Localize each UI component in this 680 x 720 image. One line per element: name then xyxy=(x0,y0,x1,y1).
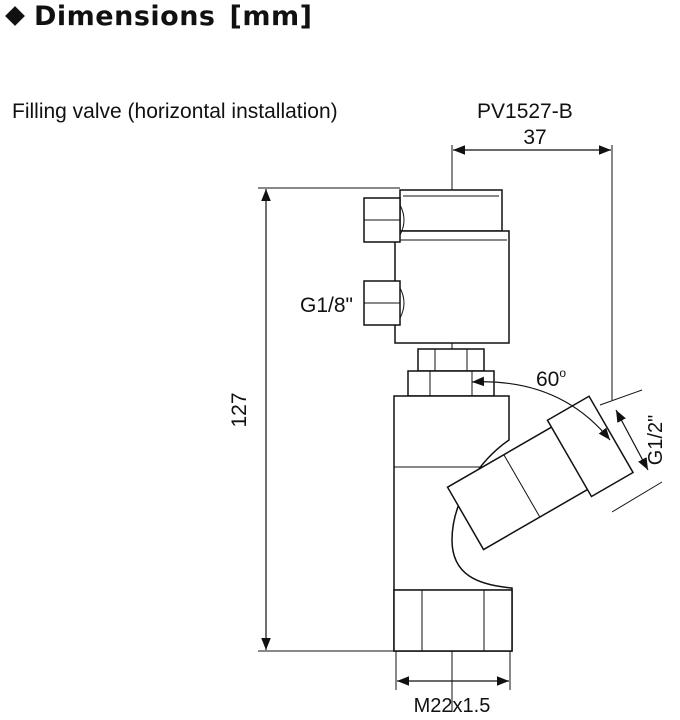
width-dimension-label: 37 xyxy=(523,126,546,149)
port-lower-thread xyxy=(399,287,405,319)
model-number: PV1527-B xyxy=(477,100,573,123)
section-header: Dimensions [mm] xyxy=(4,0,312,32)
drawing-caption: Filling valve (horizontal installation) xyxy=(12,100,338,123)
bottom-nut xyxy=(393,589,513,652)
valve-head-cap xyxy=(399,189,503,232)
hex-nut xyxy=(407,370,495,397)
angle-value: 60 xyxy=(536,368,559,391)
outlet-dimension-line xyxy=(615,409,649,471)
inlet-thread-label: G1/8" xyxy=(300,294,353,317)
angle-degree-mark: o xyxy=(559,366,566,380)
outlet-extension-line-2 xyxy=(611,481,663,513)
stem-nut xyxy=(417,348,485,372)
section-title-unit: [mm] xyxy=(229,0,313,32)
valve-head-body xyxy=(394,230,510,344)
outlet-extension-line-1 xyxy=(599,389,643,406)
bottom-thread-label: M22x1.5 xyxy=(414,695,491,717)
valve-body xyxy=(393,395,513,652)
angle-arc xyxy=(471,376,611,441)
section-title-text: Dimensions xyxy=(34,0,216,32)
angle-label: 60o xyxy=(536,366,566,391)
height-dimension-label: 127 xyxy=(228,392,251,427)
port-upper-thread xyxy=(399,204,405,236)
outlet-thread-label: G1/2" xyxy=(645,415,667,465)
section-title: Dimensions [mm] xyxy=(34,1,312,32)
